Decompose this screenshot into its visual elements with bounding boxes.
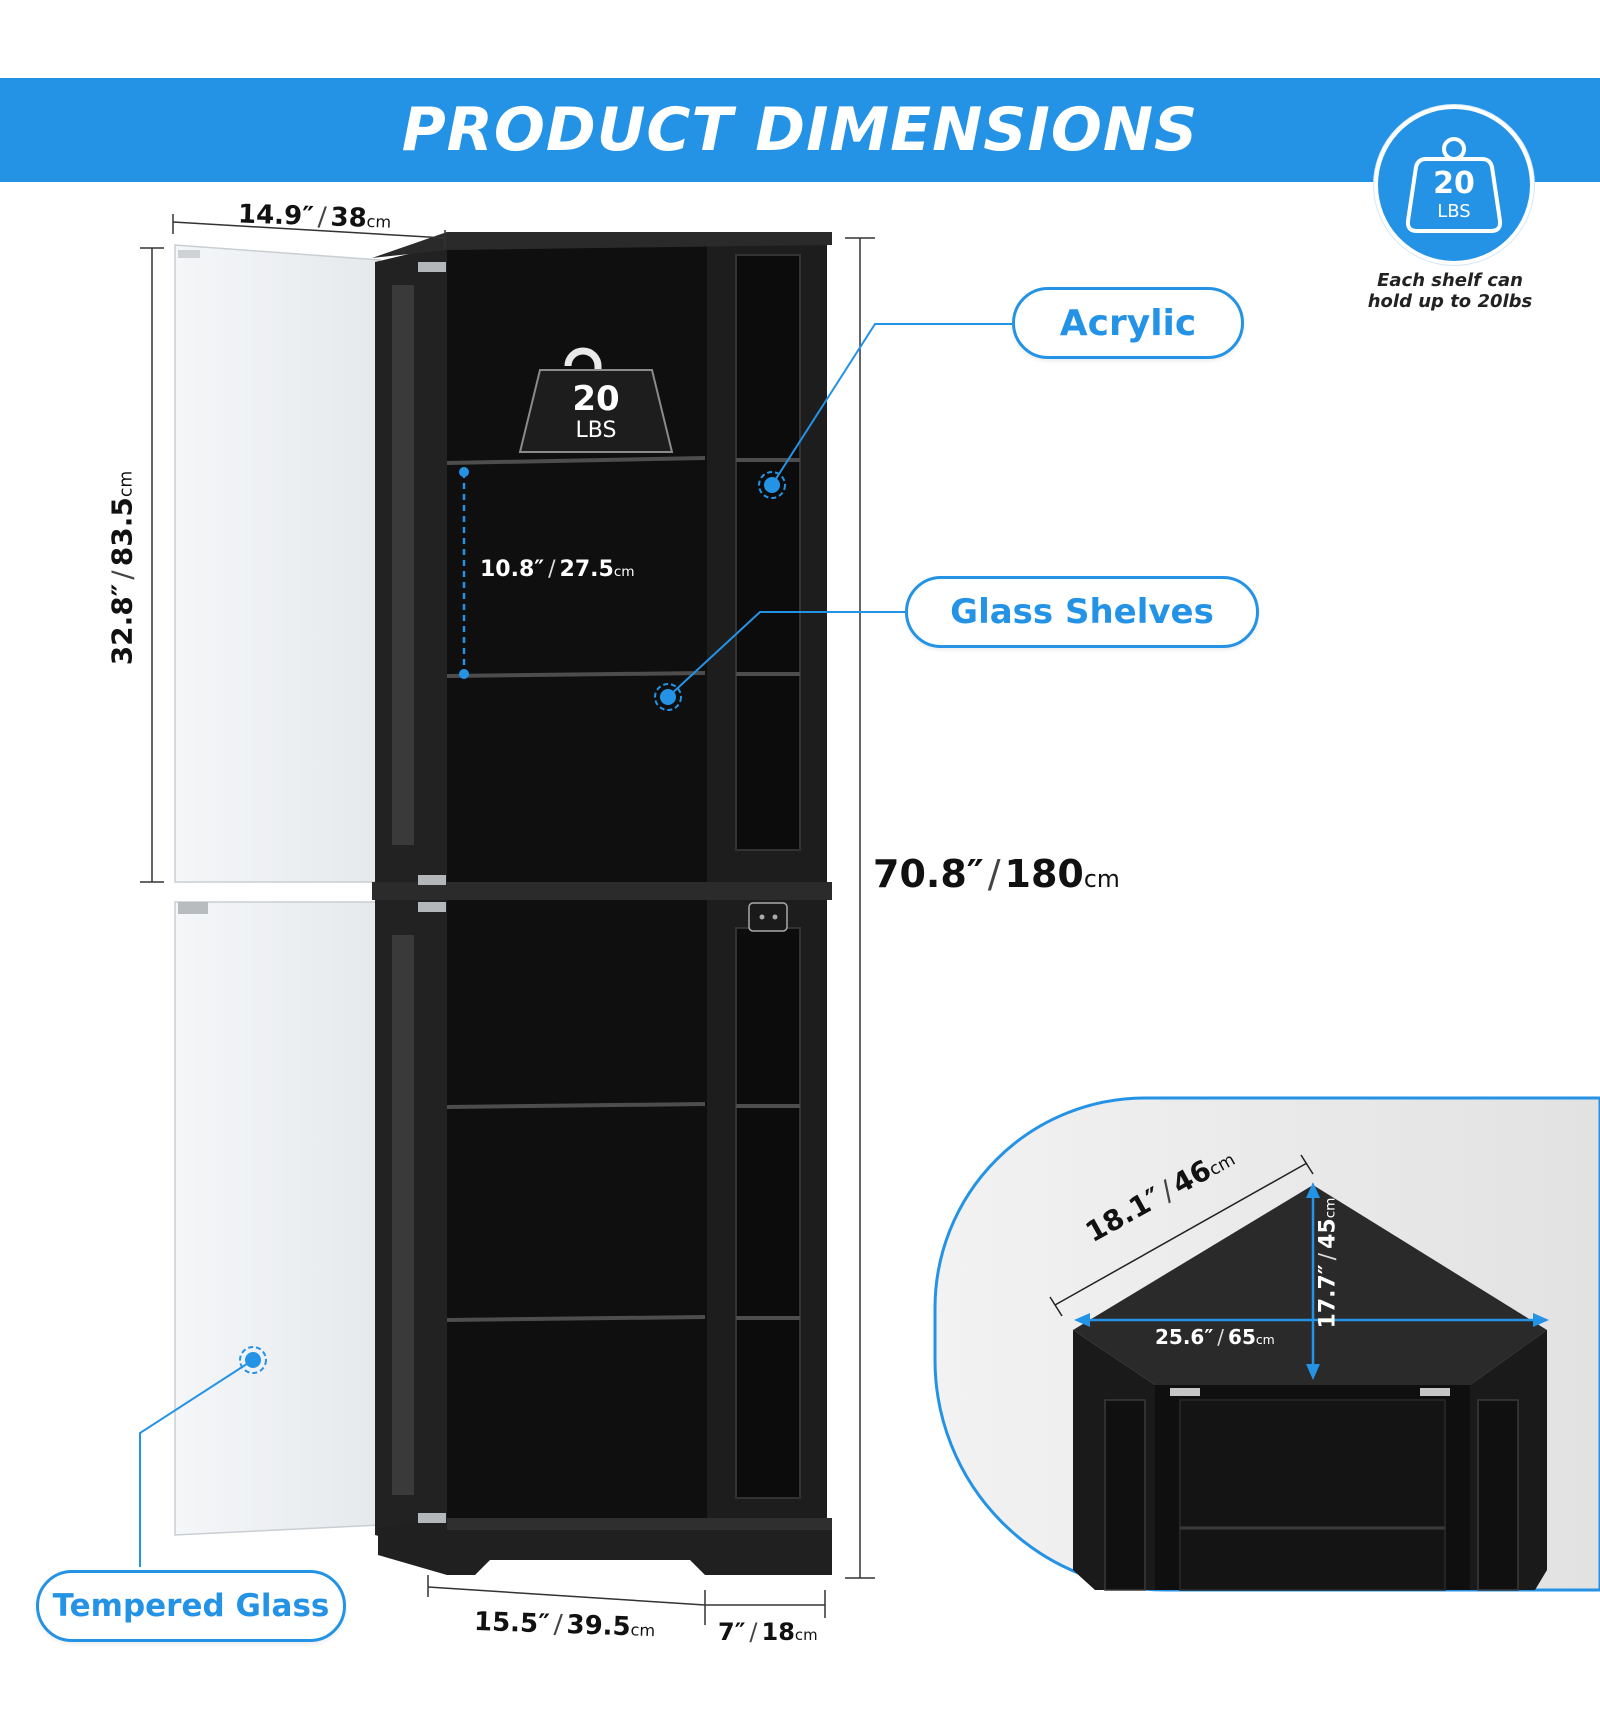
page-title: PRODUCT DIMENSIONS: [401, 95, 1199, 165]
shelf-gap-line: [459, 467, 469, 679]
shelf-weight-value: 20: [572, 379, 620, 419]
dim-top-depth-sep: /: [1315, 1252, 1341, 1261]
dim-top-width-sep: /: [1217, 1325, 1225, 1349]
dim-front-width-sep: /: [553, 1609, 564, 1640]
dim-front-width-unit: cm: [630, 1620, 656, 1641]
callout-glass-shelves-label: Glass Shelves: [950, 592, 1214, 632]
dim-door-height-sep: /: [105, 570, 139, 580]
callout-tempered-glass-label: Tempered Glass: [52, 1588, 330, 1624]
dim-side-width-in: 7″: [718, 1618, 746, 1646]
badge-note-line2: hold up to 20lbs: [1367, 291, 1533, 312]
dim-front-width-in: 15.5″: [473, 1606, 551, 1640]
dim-door-width: 14.9″/38cm: [238, 199, 392, 234]
top-view-inset: [933, 1096, 1600, 1592]
dim-front-width-cm: 39.5: [566, 1610, 632, 1643]
dim-top-width-in: 25.6″: [1155, 1325, 1214, 1349]
dim-total-height: 70.8″/180cm: [873, 852, 1120, 896]
tempered-glass-doors: [174, 244, 381, 1536]
badge-note-line1: Each shelf can: [1377, 270, 1523, 291]
weight-icon-shelf: [518, 347, 674, 453]
dim-shelf-gap: 10.8″/27.5cm: [480, 557, 635, 582]
dim-total-height-cm: 180: [1004, 852, 1084, 896]
dim-total-height-unit: cm: [1083, 865, 1120, 893]
dimension-lines: [140, 214, 875, 1625]
dim-door-width-in: 14.9″: [237, 199, 315, 232]
callout-leaders: [139, 323, 1012, 1567]
dim-side-width-unit: cm: [794, 1626, 818, 1644]
dim-side-width: 7″/18cm: [718, 1618, 818, 1646]
dim-door-height-cm: 83.5: [105, 497, 139, 567]
shelf-weight-unit: LBS: [575, 418, 617, 443]
dim-side-width-sep: /: [749, 1618, 758, 1646]
dim-front-width: 15.5″/39.5cm: [474, 1607, 656, 1643]
dim-top-width: 25.6″/65cm: [1155, 1325, 1275, 1349]
badge-weight-value: 20: [1433, 166, 1475, 201]
dim-door-height-unit: cm: [116, 470, 137, 498]
dim-top-depth-unit: cm: [1322, 1197, 1339, 1219]
callout-markers: [239, 471, 786, 1374]
weight-badge: 20 LBS: [1374, 105, 1534, 265]
dim-total-height-sep: /: [987, 852, 1001, 896]
weight-icon: [1405, 137, 1503, 233]
badge-weight-unit: LBS: [1437, 201, 1471, 222]
dim-top-depth-in: 17.7″: [1315, 1264, 1341, 1329]
dim-top-width-cm: 65: [1228, 1325, 1256, 1349]
dim-door-width-cm: 38: [329, 202, 368, 234]
dim-shelf-gap-in: 10.8″: [480, 557, 545, 582]
dim-door-height: 32.8″ / 83.5cm: [106, 471, 139, 666]
callout-tempered-glass: Tempered Glass: [36, 1570, 346, 1642]
dim-shelf-gap-cm: 27.5: [559, 557, 614, 582]
dim-door-width-unit: cm: [366, 211, 392, 232]
dim-shelf-gap-unit: cm: [613, 564, 635, 580]
callout-glass-shelves: Glass Shelves: [905, 576, 1259, 648]
dim-top-depth: 17.7″ / 45cm: [1316, 1198, 1341, 1329]
cabinet-body: [372, 232, 832, 1575]
header-banner: [0, 78, 1600, 182]
dim-total-height-in: 70.8″: [873, 852, 984, 896]
callout-acrylic: Acrylic: [1012, 287, 1244, 359]
dim-top-depth-cm: 45: [1315, 1218, 1341, 1249]
dim-door-width-sep: /: [317, 202, 328, 233]
dim-top-width-unit: cm: [1255, 1332, 1275, 1347]
dim-side-width-cm: 18: [761, 1618, 795, 1646]
badge-note: Each shelf can hold up to 20lbs: [1350, 270, 1550, 312]
dim-shelf-gap-sep: /: [548, 557, 556, 582]
callout-acrylic-label: Acrylic: [1059, 302, 1197, 344]
dim-door-height-in: 32.8″: [105, 583, 139, 666]
